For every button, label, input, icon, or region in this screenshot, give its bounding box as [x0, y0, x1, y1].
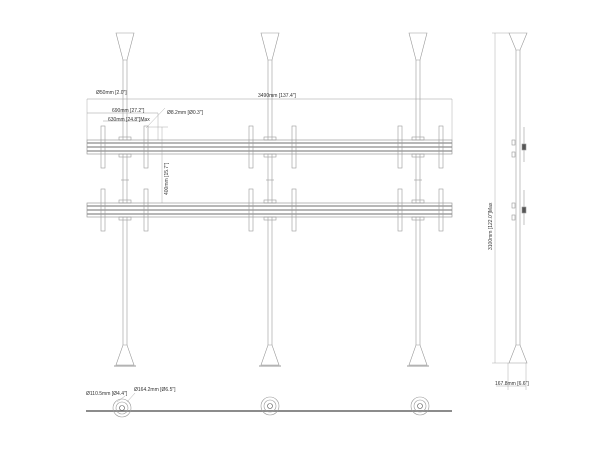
pole-1: [114, 32, 136, 367]
outer-diameter-label: Ø164.2mm [Ø6.5"]: [134, 387, 176, 393]
total-width-label: 3490mm [137.4"]: [258, 93, 297, 99]
rail-top: [86, 139, 453, 155]
pole-3: [407, 32, 429, 367]
pole-clamps: [118, 136, 425, 221]
screen-brackets: [100, 125, 444, 232]
screen-width-min-label: 630mm [24.8"]Max: [108, 117, 150, 123]
side-view: [492, 32, 528, 390]
height-label: 3100mm [122.0"]Max: [488, 202, 494, 250]
rail-spacing-label: 400mm [15.7"]: [164, 162, 170, 195]
pole-diameter-label: Ø50mm [2.0"]: [96, 90, 127, 96]
pole-2: [259, 32, 281, 367]
depth-label: 167.8mm [6.6"]: [495, 381, 529, 387]
screen-width-max-label: 690mm [27.2"]: [112, 108, 145, 114]
top-view: [86, 392, 452, 418]
inner-diameter-label: Ø110.5mm [Ø4.4"]: [86, 391, 128, 397]
rail-bottom: [86, 202, 453, 218]
hole-diameter-label: Ø8.2mm [Ø0.3"]: [167, 110, 204, 116]
